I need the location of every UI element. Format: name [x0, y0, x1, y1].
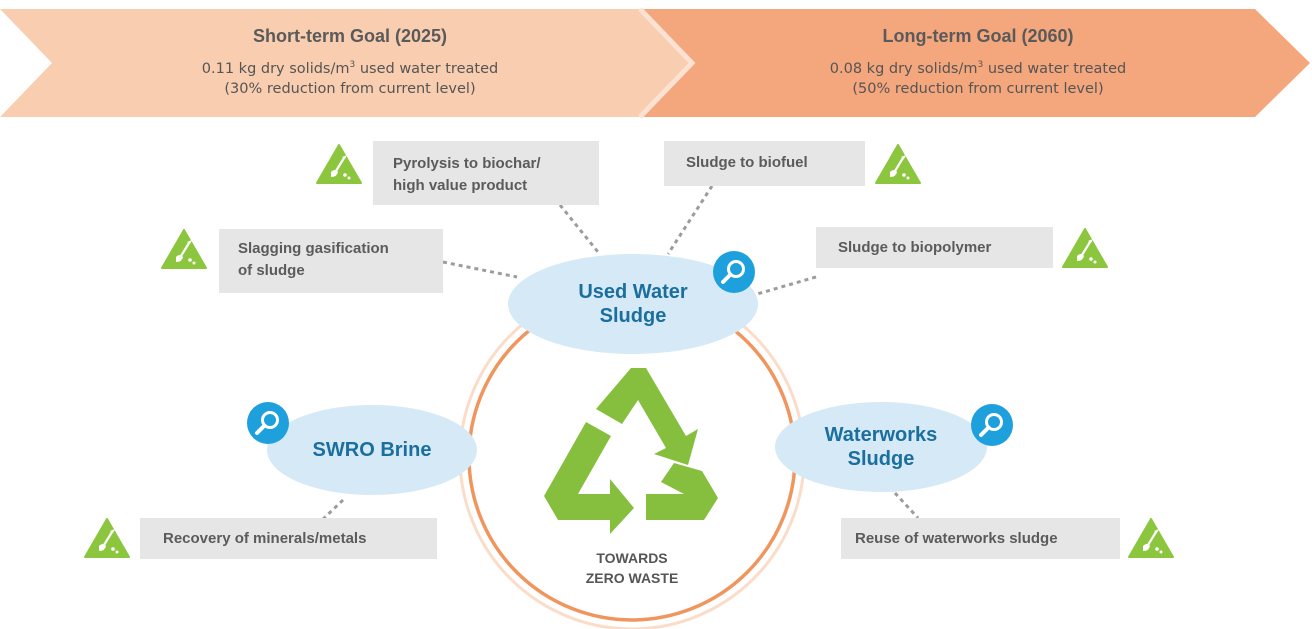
option-biofuel: Sludge to biofuel: [664, 141, 865, 186]
shovel-triangle-icon: [1062, 228, 1108, 268]
short-term-goal: Short-term Goal (2025) 0.11 kg dry solid…: [120, 26, 580, 99]
node-waterworks-line1: Waterworks: [824, 424, 938, 446]
long-term-goal-target: 0.08 kg dry solids/m3 used water treated: [829, 60, 1127, 77]
connector-biopolymer: [756, 275, 817, 296]
recycle-icon: [544, 368, 718, 534]
short-term-goal-reduction: (30% reduction from current level): [224, 80, 476, 97]
shovel-triangle-icon: [875, 144, 921, 184]
option-reuse-label: Reuse of waterworks sludge: [855, 530, 1058, 547]
connector-slagging: [442, 260, 518, 279]
shovel-triangle-icon: [161, 229, 207, 269]
option-minerals-label: Recovery of minerals/metals: [163, 530, 367, 547]
option-pyrolysis-line1: Pyrolysis to biochar/: [393, 155, 541, 172]
option-slagging-line1: Slagging gasification: [238, 240, 389, 257]
option-biofuel-label: Sludge to biofuel: [686, 154, 808, 171]
shovel-triangle-icon: [316, 144, 362, 184]
center-caption-line1: TOWARDS: [596, 550, 668, 566]
short-term-goal-target: 0.11 kg dry solids/m3 used water treated: [201, 60, 499, 77]
arrow-divider: [638, 7, 696, 119]
node-used-water-line1: Used Water: [578, 281, 688, 303]
shovel-triangle-icon: [1128, 518, 1174, 558]
magnifier-icon: [247, 402, 289, 444]
node-waterworks-sludge: Waterworks Sludge: [775, 402, 987, 492]
long-term-goal: Long-term Goal (2060) 0.08 kg dry solids…: [738, 26, 1218, 99]
node-used-water-line2: Sludge: [599, 305, 667, 327]
connector-minerals: [320, 498, 345, 522]
node-swro-label: SWRO Brine: [312, 439, 432, 461]
node-swro-brine: SWRO Brine: [267, 405, 477, 495]
connector-reuse: [893, 491, 920, 520]
option-pyrolysis: Pyrolysis to biochar/ high value product: [373, 141, 599, 205]
option-biopolymer: Sludge to biopolymer: [816, 227, 1053, 268]
magnifier-icon: [971, 404, 1013, 446]
center-caption: TOWARDS ZERO WASTE: [552, 548, 712, 588]
option-reuse: Reuse of waterworks sludge: [841, 518, 1120, 559]
option-slagging-line2: of sludge: [238, 262, 305, 279]
option-minerals: Recovery of minerals/metals: [140, 518, 437, 559]
long-term-goal-reduction: (50% reduction from current level): [852, 80, 1104, 97]
node-waterworks-line2: Sludge: [847, 448, 915, 470]
shovel-triangle-icon: [84, 518, 130, 558]
option-slagging: Slagging gasification of sludge: [219, 229, 443, 293]
connector-pyrolysis: [558, 204, 600, 253]
short-term-arrow: [0, 9, 692, 117]
magnifier-icon: [713, 251, 755, 293]
node-used-water-sludge: Used Water Sludge: [508, 254, 758, 354]
long-term-arrow: [640, 9, 1310, 117]
option-pyrolysis-line2: high value product: [393, 177, 528, 194]
center-caption-line2: ZERO WASTE: [585, 570, 679, 586]
connector-biofuel: [666, 185, 714, 255]
long-term-goal-title: Long-term Goal (2060): [882, 26, 1074, 46]
short-term-goal-title: Short-term Goal (2025): [252, 26, 448, 46]
option-biopolymer-label: Sludge to biopolymer: [838, 239, 992, 256]
